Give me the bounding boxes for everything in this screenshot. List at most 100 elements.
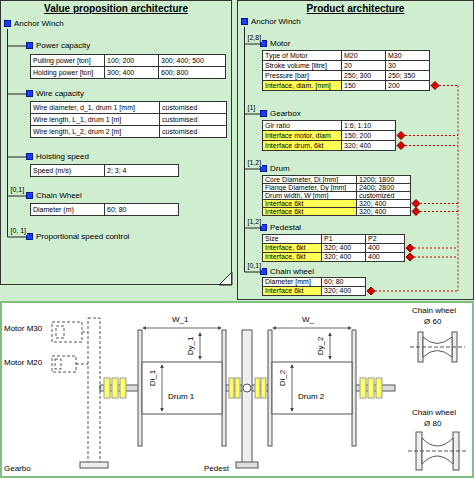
table-cell: 320; 400 [341,140,396,151]
tree-connector [8,29,27,196]
feature-item: Motor [260,39,290,49]
feature-name: Wire capacity [26,89,84,99]
tree-connector [8,29,27,94]
part-label: Drum 1 [168,392,194,401]
table-cell: Wire length, L_2, drum 2 [m] [30,125,160,138]
pedestal-symbol [236,462,258,468]
drum-symbol [352,330,356,446]
dimension-line [292,365,293,411]
interface-coupling [112,378,118,398]
bullet-square [26,42,33,49]
interface-link [412,200,420,208]
interface-link [405,145,458,146]
part-label: Ø 60 [424,317,441,326]
bullet-square [26,192,33,199]
drawing-frame [219,272,232,285]
panel-title: Value proposition architecture [1,1,231,14]
interface-coupling [235,378,240,398]
drum-symbol [268,330,272,446]
interface-link [431,82,439,90]
architecture-panel: Value proposition architectureAnchor Win… [0,0,232,285]
interface-link [406,253,414,261]
interface-link [397,142,405,150]
feature-item: Power capacity [26,41,90,51]
gearbox-symbol [88,318,100,464]
chain-wheel-symbol [408,451,467,452]
dimension-line [143,328,221,329]
feature-item: Gearbox [260,109,301,119]
feature-item: Drum [260,164,290,174]
motor-symbol [55,359,61,369]
table-cell: 200 [385,80,430,91]
feature-name: Power capacity [26,41,90,51]
dimension-line [273,328,351,329]
table-cell: Diameter (m) [30,203,105,216]
feature-name: Chain wheel [260,267,314,277]
drawing-frame [1,302,473,477]
feature-name: Chain Wheel [26,191,82,201]
feature-item: Proportional speed control [26,232,129,242]
pedestal-symbol [242,330,252,464]
interface-coupling [229,378,234,398]
part-label: Chain wheel [412,408,456,417]
drawing-frame [1,272,473,477]
table-cell: Interface 6kt [262,286,322,296]
multiplicity-label: [0,1] [247,262,263,270]
drum-symbol [272,362,352,414]
feature-item: Pedestal [260,223,301,233]
chain-wheel-symbol [408,332,467,470]
bullet-square [26,153,33,160]
motor-symbol [76,364,88,365]
part-label: Chain wheel [412,306,456,315]
interface-coupling [368,378,374,398]
part-label: Drum 2 [298,392,324,401]
multiplicity-label: [1,2] [247,159,263,167]
part-label: Dy_1 [186,337,195,356]
multiplicity-label: [0, 1] [10,227,28,235]
interface-link [414,257,458,258]
interface-link [458,86,459,292]
feature-name: Drum [260,164,290,174]
interface-link [397,132,405,140]
table-cell: Interface drum, 6kt [262,140,342,151]
table-cell: 150 [341,80,386,91]
part-label: Di_2 [278,370,287,386]
multiplicity-label: [0,1] [10,186,26,194]
part-label: Motor M20 [4,358,42,367]
interface-link [406,244,414,252]
table-cell: customised [159,125,227,138]
tree-connector [8,29,27,157]
pedestal-symbol [243,384,251,392]
motor-symbol [52,322,82,342]
multiplicity-label: [2,8] [247,34,263,42]
part-label: Gearbo [4,464,31,473]
part-label: W_1 [172,315,188,324]
part-label: Motor M30 [4,324,42,333]
table-cell: Interface, 6kt [262,252,322,262]
bullet-square [260,110,267,117]
table-cell: Interface, diam. [mm] [262,80,342,91]
dimension-line [330,333,331,359]
drum-symbol [142,362,222,414]
interface-link [375,291,458,292]
interface-link [367,287,375,295]
drum-symbol [222,330,226,446]
part-label: Dy_2 [316,337,325,356]
multiplicity-label: [1,2] [247,218,263,226]
part-label: W_ [302,315,314,324]
part-label: Di_1 [148,370,157,386]
table-cell: 60; 80 [104,203,179,216]
table-cell: Holding power [ton] [30,66,105,79]
feature-name: Pedestal [260,223,301,233]
bullet-square [26,90,33,97]
motor-symbol [52,322,88,372]
interface-coupling [360,378,366,398]
interface-link [420,211,458,212]
tree-connector [8,29,27,46]
feature-name: Motor [260,39,290,49]
dimension-line [200,333,201,359]
feature-name: Proportional speed control [26,232,129,242]
motor-symbol [82,332,88,333]
feature-item: Hoisting speed [26,152,89,162]
